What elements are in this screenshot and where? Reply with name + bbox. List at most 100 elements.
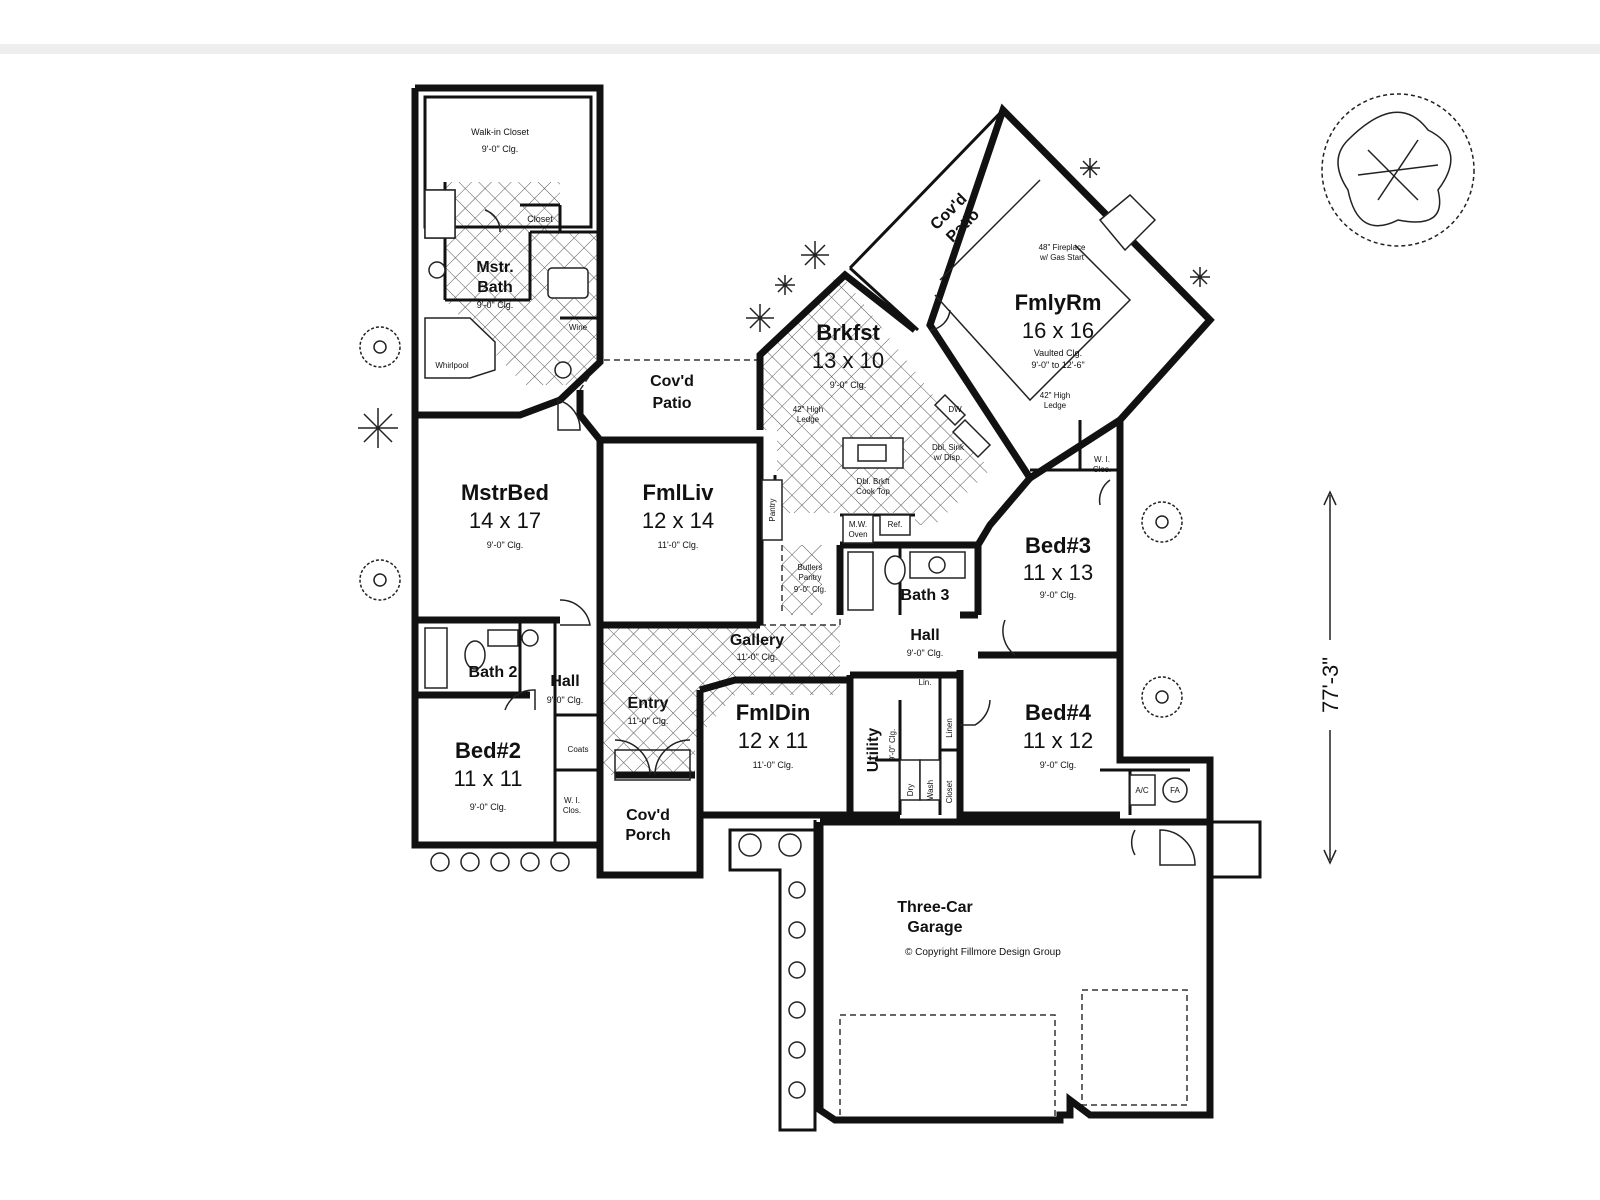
fixtures [424,179,1188,806]
island-label-1: Dbl. Brkft [857,477,891,486]
sink-label-1: Dbl. Sink [932,443,965,452]
island-label-2: Cook Top [856,487,890,496]
butlers-1: Butlers [798,563,823,572]
fml-liv-size: 12 x 14 [642,508,714,533]
dishwasher [933,393,967,427]
bed3-name: Bed#3 [1025,533,1091,558]
coats-label: Coats [568,745,589,754]
dryer-label: Dry [906,784,915,796]
doors[interactable] [484,209,1196,866]
fmly-rm-ceiling-1: Vaulted Clg. [1034,348,1082,358]
bed3-size: 11 x 13 [1023,560,1094,585]
brkfst-name: Brkfst [816,320,880,345]
bed4-size: 11 x 12 [1023,728,1094,753]
fa-label: FA [1170,786,1180,795]
fmly-rm-ceiling-2: 9'-0" to 12'-6" [1031,360,1084,370]
fireplace-label-1: 48" Fireplace [1039,243,1086,252]
brkfst-ledge-2: Ledge [797,415,820,424]
furnace [1162,777,1188,803]
shrub-icon [359,326,401,368]
palm-icon [746,304,774,332]
shower [424,189,456,239]
pantry-label: Pantry [768,498,777,521]
garage-name-2: Garage [907,919,962,936]
walkin-closet-label: Walk-in Closet [471,127,529,137]
fmly-rm-ledge-2: Ledge [1044,401,1067,410]
dw-label: DW [948,405,962,414]
garage-name-1: Three-Car [897,899,973,916]
bath3-name: Bath 3 [901,587,950,604]
gallery-ceiling: 11'-0" Clg. [737,652,778,662]
lin-label: Lin. [919,678,932,687]
fmly-rm-size: 16 x 16 [1022,318,1094,343]
utility-ceiling: 9'-0" Clg. [888,729,897,761]
fmly-rm-name: FmlyRm [1015,290,1102,315]
tub-bath2 [424,627,448,689]
utility-name: Utility [865,728,882,773]
bed2-name: Bed#2 [455,738,521,763]
mstr-bath-ceiling: 9'-0" Clg. [477,300,513,310]
palm-icon [1080,158,1100,178]
tree-icon [1321,93,1475,247]
closet-bed4-label: Closet [945,780,954,803]
fml-din-name: FmlDin [736,700,811,725]
wi-clos-bed3-2: Clos. [1093,465,1111,474]
kitchen-sink [951,418,992,459]
mstr-bed-size: 14 x 17 [469,508,541,533]
planter-bed [430,833,806,1099]
tub-bath3 [847,551,874,611]
hall-left-ceiling: 9'-0" Clg. [547,695,583,705]
fml-din-ceiling: 11'-0" Clg. [753,760,794,770]
palm-icon [1190,267,1210,287]
wi-clos-bed3-1: W. I. [1094,455,1110,464]
cov-patio-left-1: Cov'd [650,373,694,390]
palm-icon [775,275,795,295]
overall-dimension: 77'-3" [1318,490,1343,865]
fireplace-label-2: w/ Gas Start [1039,253,1085,262]
whirlpool-label: Whirlpool [435,361,469,370]
brkfst-size: 13 x 10 [812,348,884,373]
butlers-2: Pantry [798,573,821,582]
hall-left-name: Hall [550,673,579,690]
bed2-size: 11 x 11 [454,766,523,791]
ref-label: Ref. [888,520,903,529]
brkfst-ledge-1: 42" High [793,405,823,414]
overall-depth-label: 77'-3" [1318,657,1343,713]
entry-ceiling: 11'-0" Clg. [628,716,669,726]
fml-liv-ceiling: 11'-0" Clg. [658,540,699,550]
shrub-icon [359,559,401,601]
bath2-name: Bath 2 [469,664,518,681]
pantry [761,479,783,541]
cov-porch-2: Porch [625,827,670,844]
butlers-3: 9'-0" Clg. [794,585,826,594]
whirlpool-tub [424,317,496,379]
wine-label: Wine [569,323,588,332]
palm-icon [801,241,829,269]
cov-patio-left-2: Patio [652,395,691,412]
bed2-ceiling: 9'-0" Clg. [470,802,506,812]
mstr-bed-name: MstrBed [461,480,549,505]
bed4-name: Bed#4 [1025,700,1092,725]
washer-label: Wash [926,780,935,800]
mw-oven [842,514,874,544]
wi-clos-bed2-1: W. I. [564,796,580,805]
brkfst-ceiling: 9'-0" Clg. [830,380,866,390]
mstr-bed-ceiling: 9'-0" Clg. [487,540,523,550]
mw-label-2: Oven [848,530,867,539]
mstr-bath-name-1: Mstr. [476,259,513,276]
palm-icon [358,408,398,448]
shrub-icon [1141,676,1183,718]
fml-liv-name: FmlLiv [643,480,715,505]
entry-name: Entry [628,695,669,712]
fireplace [1098,193,1157,252]
walkin-closet-ceiling: 9'-0" Clg. [482,144,518,154]
hall-right-name: Hall [910,627,939,644]
mw-label-1: M.W. [849,520,867,529]
bed4-ceiling: 9'-0" Clg. [1040,760,1076,770]
linen-label: Linen [945,718,954,738]
fmly-rm-ledge-1: 42" High [1040,391,1070,400]
mstr-bath-name-2: Bath [477,279,513,296]
refrigerator [879,514,911,536]
copyright-text: © Copyright Fillmore Design Group [905,947,1061,958]
